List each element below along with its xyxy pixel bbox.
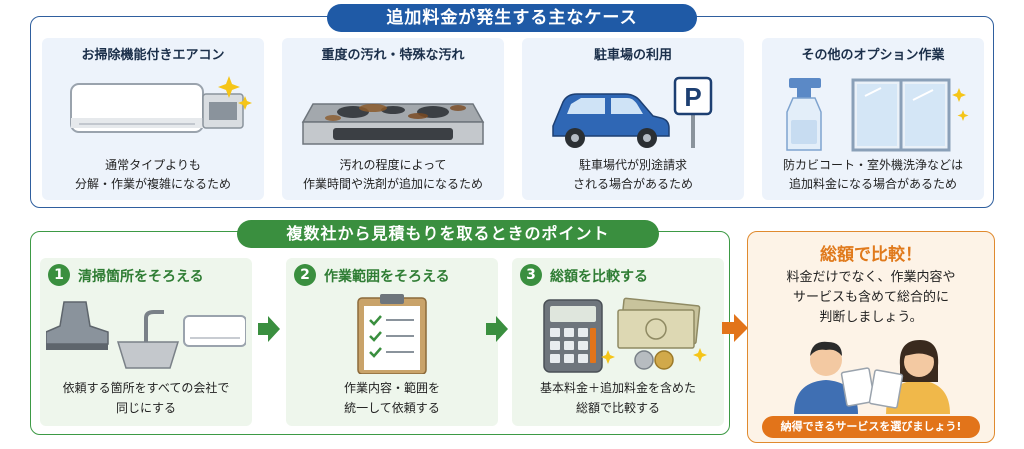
step-description: 依頼する箇所をすべての会社で 同じにする: [62, 381, 230, 415]
step-number: 3: [520, 264, 542, 286]
case-title: 重度の汚れ・特殊な汚れ: [321, 48, 465, 63]
estimate-points-title: 複数社から見積もりを取るときのポイント: [237, 220, 659, 248]
step-card-2: 2 作業範囲をそろえる 作業内容・範囲を 統一して依頼する: [286, 258, 498, 426]
additional-fee-cases-title: 追加料金が発生する主なケース: [327, 4, 697, 32]
total-compare-panel: 総額で比較！ 料金だけでなく、作業内容や サービスも含めて総合的に 判断しましょ…: [747, 231, 995, 443]
case-card-aircon: お掃除機能付きエアコン 通常タイプよりも 分解・作業が複雑になるため: [42, 38, 264, 200]
case-title: お掃除機能付きエアコン: [81, 48, 225, 63]
case-card-options: その他のオプション作業 防カビコート・室外機洗浄などは 追加料金になる場合がある…: [762, 38, 984, 200]
dirty-stove-icon: [301, 103, 485, 145]
case-card-parking: 駐車場の利用 P 駐車場代が別途請求 される場合があるため: [522, 38, 744, 200]
step-title: 清掃箇所をそろえる: [78, 269, 204, 285]
case-title: 駐車場の利用: [593, 48, 672, 63]
arrow-right-icon: [258, 316, 280, 342]
step-description: 作業内容・範囲を 統一して依頼する: [343, 381, 440, 415]
parking-car-icon: P: [552, 76, 713, 148]
case-description: 汚れの程度によって 作業時間や洗剤が追加になるため: [302, 158, 483, 191]
step-number: 1: [48, 264, 70, 286]
case-description: 通常タイプよりも 分解・作業が複雑になるため: [74, 158, 231, 191]
total-compare-description: 料金だけでなく、作業内容や サービスも含めて総合的に 判断しましょう。: [786, 270, 956, 325]
step-number: 2: [294, 264, 316, 286]
case-description: 防カビコート・室外機洗浄などは 追加料金になる場合があるため: [782, 158, 963, 191]
arrow-right-icon: [486, 316, 508, 342]
step-title: 作業範囲をそろえる: [324, 269, 450, 285]
appliances-icon: [46, 301, 246, 369]
step-description: 基本料金＋追加料金を含めた 総額で比較する: [539, 381, 696, 415]
step-title: 総額を比較する: [550, 269, 648, 285]
svg-text:P: P: [684, 82, 701, 112]
case-title: その他のオプション作業: [801, 48, 945, 63]
calculator-money-icon: [543, 297, 707, 373]
choose-service-banner: 納得できるサービスを選びましょう!: [762, 416, 980, 438]
spray-window-icon: [786, 78, 969, 152]
arrow-right-icon: [722, 314, 748, 342]
clipboard-checklist-icon: [357, 294, 427, 374]
case-card-heavy-dirt: 重度の汚れ・特殊な汚れ 汚れの程度によって 作業時間や洗剤が追加になるため: [282, 38, 504, 200]
air-conditioner-icon: [70, 76, 252, 133]
total-compare-title: 総額で比較！: [820, 245, 922, 265]
people-reviewing-icon: [794, 340, 950, 414]
step-card-1: 1 清掃箇所をそろえる 依頼する箇所をすべての会社で 同じにする: [40, 258, 252, 426]
step-card-3: 3 総額を比較する 基本料金＋追加料金を含めた 総額で比較する: [512, 258, 724, 426]
case-description: 駐車場代が別途請求 される場合があるため: [572, 158, 693, 191]
